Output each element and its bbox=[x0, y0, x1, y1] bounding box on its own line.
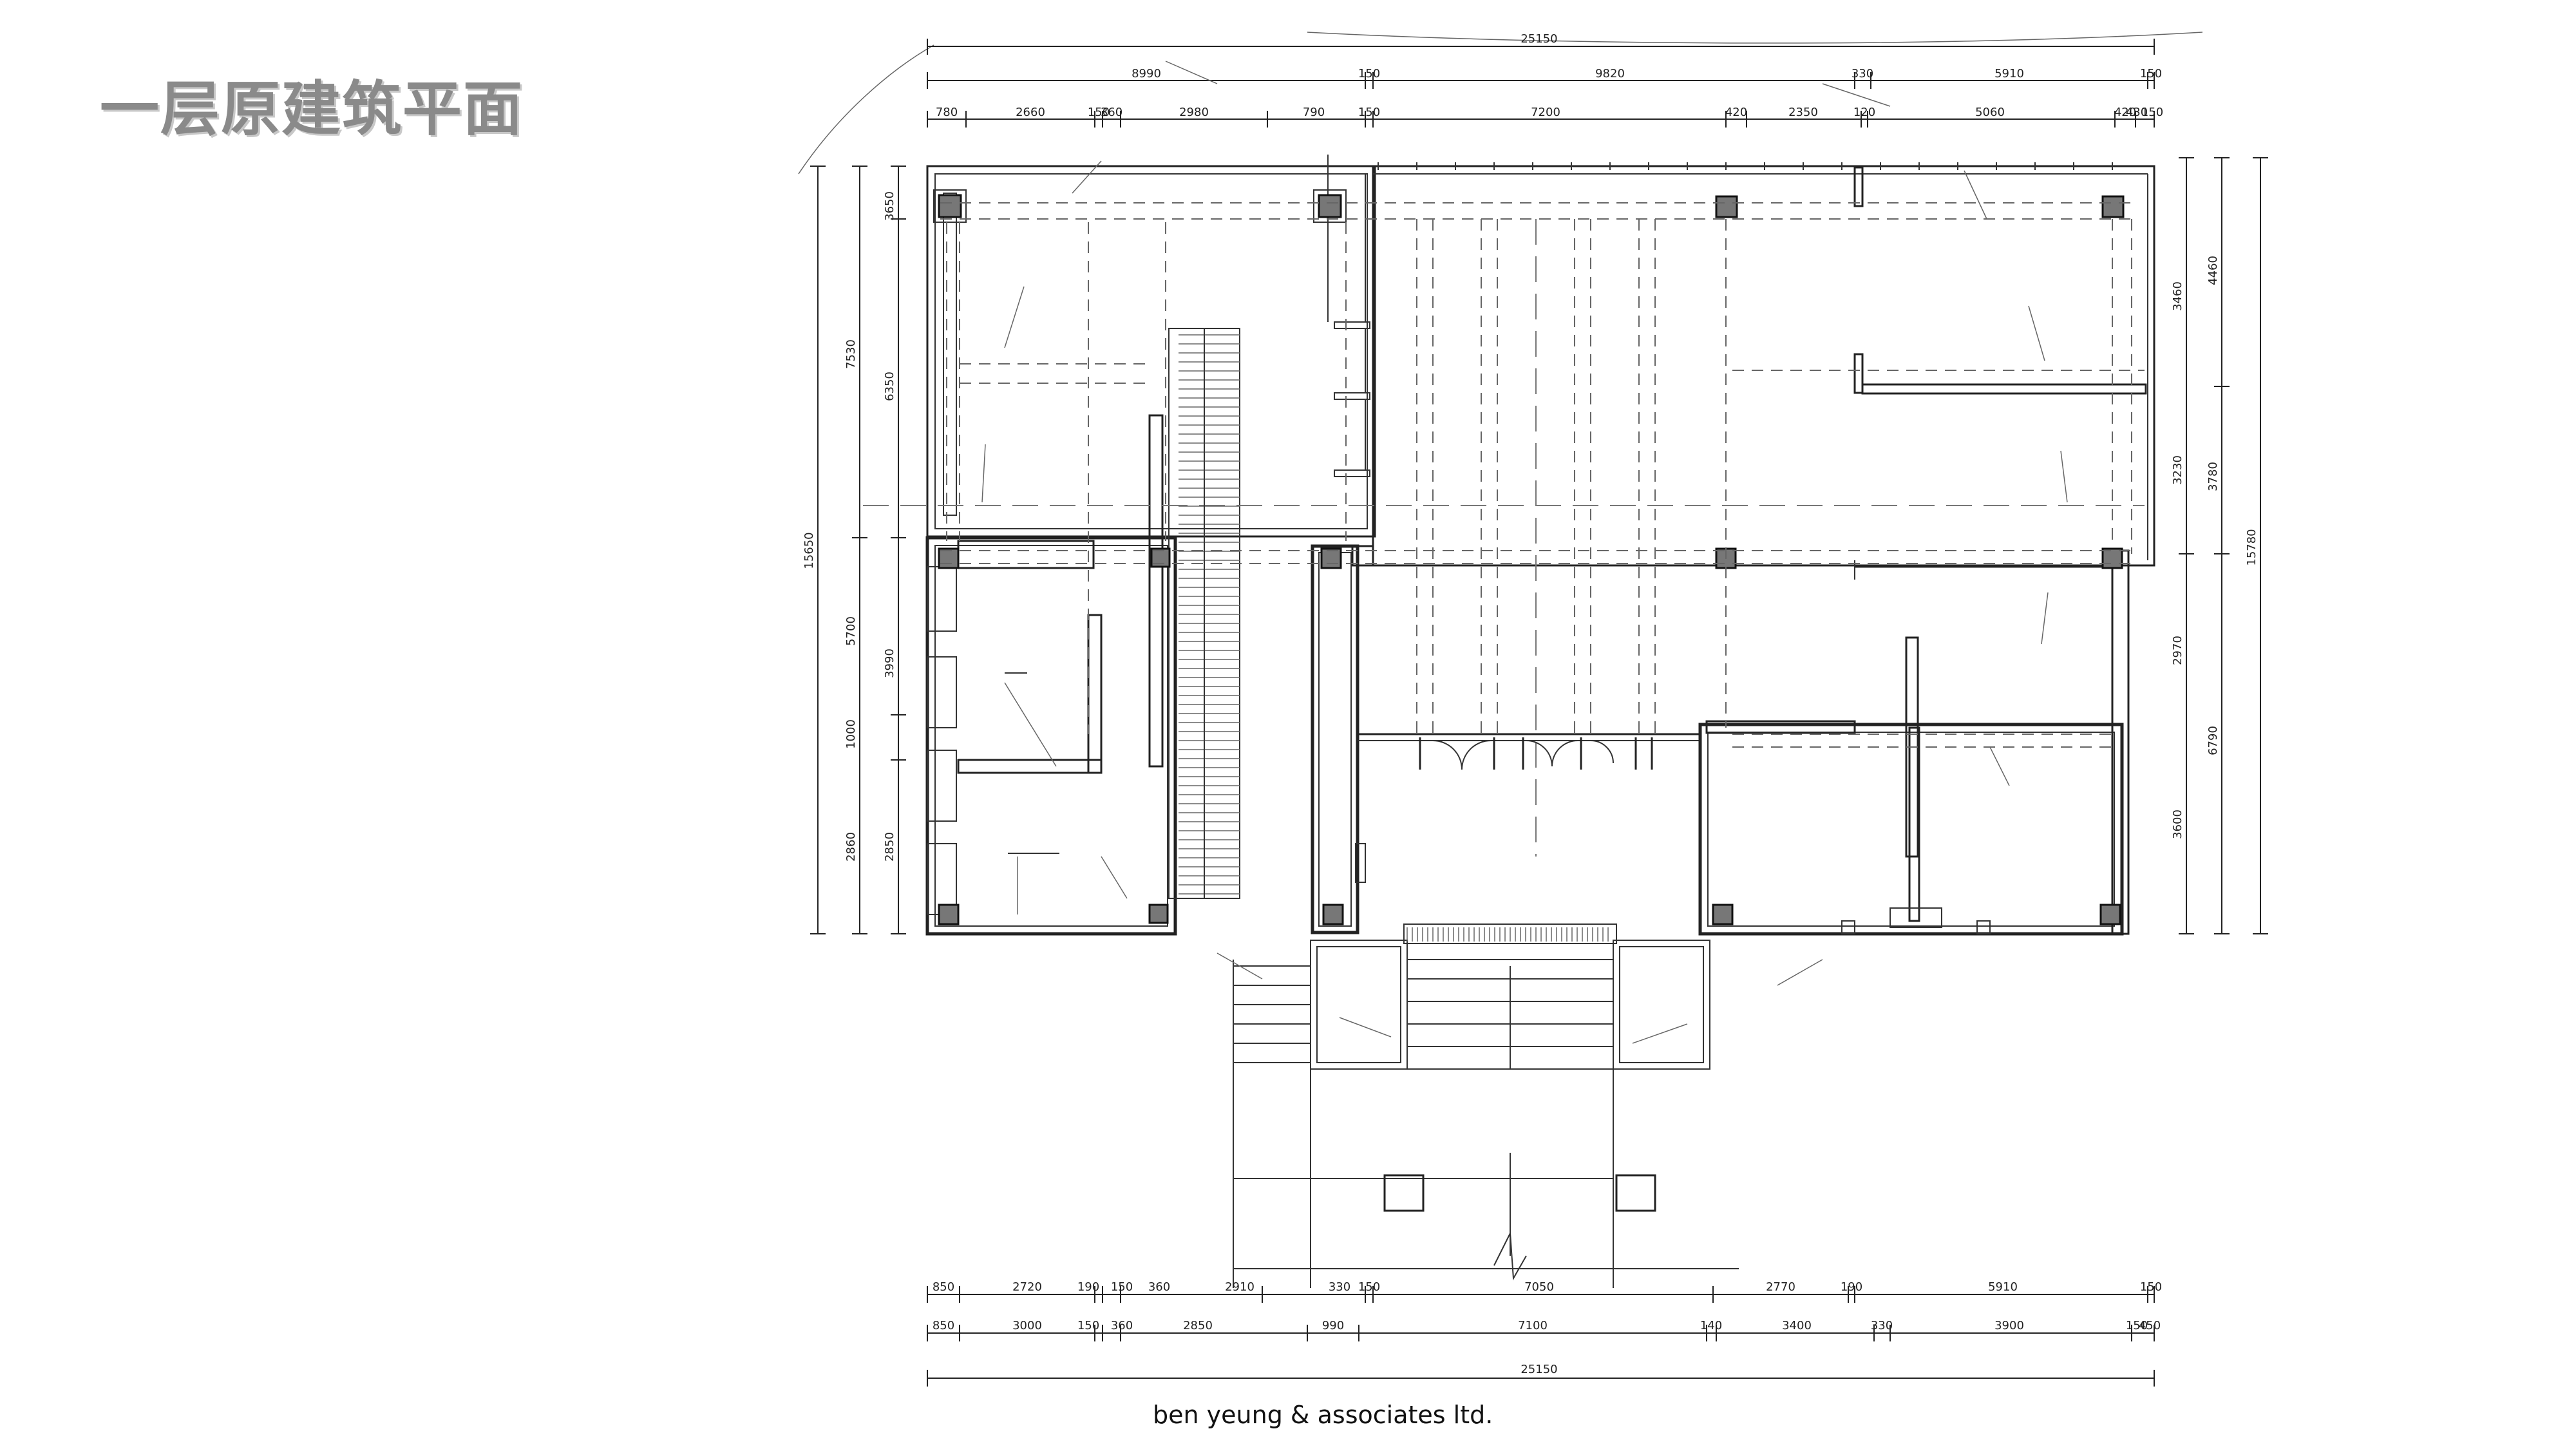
dim-bottom-1-2: 190 bbox=[1077, 1280, 1099, 1294]
firm-credit: ben yeung & associates ltd. bbox=[1153, 1401, 1493, 1429]
dim-left-inner-5: 2860 bbox=[844, 832, 858, 862]
dim-top-2-5: 790 bbox=[1303, 106, 1325, 119]
dim-right-inner-5: 6790 bbox=[2206, 726, 2220, 755]
left-dimensions: 15650 7530 5700 6350 3650 3990 1000 2860… bbox=[802, 166, 906, 934]
dim-bottom-2-11: 150 bbox=[2126, 1319, 2148, 1332]
dim-top-1-5: 150 bbox=[2140, 67, 2162, 80]
dim-left-outer-1: 15650 bbox=[802, 532, 816, 569]
dim-bottom-1-4: 360 bbox=[1148, 1280, 1170, 1294]
dim-top-1-1: 150 bbox=[1358, 67, 1380, 80]
dim-top-2-7: 7200 bbox=[1531, 106, 1560, 119]
column-square bbox=[938, 904, 960, 925]
dim-bottom-2-5: 990 bbox=[1322, 1319, 1344, 1332]
column-square bbox=[1712, 904, 1734, 925]
dim-right-inner-4: 2970 bbox=[2171, 636, 2184, 665]
dim-right-inner-1: 4460 bbox=[2206, 256, 2220, 285]
dim-left-inner-0: 5700 bbox=[844, 616, 858, 646]
dim-top-1-2: 9820 bbox=[1595, 67, 1625, 80]
top-overall-dimension: 25150 bbox=[927, 32, 2155, 55]
site-curve-top bbox=[1307, 32, 2203, 44]
dim-bottom-2-8: 3400 bbox=[1782, 1319, 1812, 1332]
dim-bottom-1-5: 2910 bbox=[1225, 1280, 1255, 1294]
dim-top-2-9: 2350 bbox=[1788, 106, 1818, 119]
dim-top-2-4: 2980 bbox=[1179, 106, 1209, 119]
dim-top-2-1: 2660 bbox=[1016, 106, 1045, 119]
annotation-lines bbox=[981, 61, 2068, 1044]
dim-left-inner-6: 2850 bbox=[883, 832, 896, 862]
dim-bottom-2-9: 330 bbox=[1871, 1319, 1893, 1332]
column-square bbox=[1322, 904, 1344, 925]
dim-bottom-2-4: 2850 bbox=[1183, 1319, 1213, 1332]
structural-columns bbox=[933, 189, 2125, 925]
dim-top-2-11: 5060 bbox=[1975, 106, 2005, 119]
lobby-doors bbox=[1419, 737, 1653, 770]
dim-bottom-2-10: 3900 bbox=[1994, 1319, 2024, 1332]
dim-top-1-4: 5910 bbox=[1994, 67, 2024, 80]
dim-bottom-1-0: 850 bbox=[933, 1280, 954, 1294]
dim-bottom-2-12: 450 bbox=[2139, 1319, 2161, 1332]
dim-bottom-1-3: 150 bbox=[1111, 1280, 1133, 1294]
dim-left-inner-1: 6350 bbox=[883, 372, 896, 401]
column-square bbox=[2099, 904, 2121, 925]
dim-top-1-3: 330 bbox=[1852, 67, 1873, 80]
entrance-forecourt bbox=[1233, 923, 1739, 1288]
bottom-dimension-row-1: 850 2720 190 150 360 2910 330 150 7050 2… bbox=[927, 1280, 2162, 1303]
dim-bottom-1-7: 150 bbox=[1358, 1280, 1380, 1294]
dim-left-inner-4: 1000 bbox=[844, 719, 858, 749]
column-square bbox=[2101, 195, 2125, 218]
right-dimensions: 15780 3460 4460 3230 3780 2970 6790 3600 bbox=[2171, 157, 2268, 934]
dim-top-2-2: 150 bbox=[1088, 106, 1110, 119]
dim-bottom-1-1: 2720 bbox=[1012, 1280, 1042, 1294]
dim-overall-bottom: 25150 bbox=[1520, 1363, 1557, 1376]
dim-top-2-12: 420 bbox=[2114, 106, 2136, 119]
dim-top-2-3: 360 bbox=[1101, 106, 1122, 119]
dim-right-inner-3: 3780 bbox=[2206, 462, 2220, 491]
column-square bbox=[2101, 547, 2123, 569]
dim-bottom-1-6: 330 bbox=[1329, 1280, 1350, 1294]
dim-top-2-0: 780 bbox=[936, 106, 958, 119]
dim-top-2-14: 150 bbox=[2141, 106, 2163, 119]
column-square bbox=[1715, 195, 1738, 218]
dim-right-inner-2: 3230 bbox=[2171, 455, 2184, 485]
dim-bottom-2-6: 7100 bbox=[1518, 1319, 1548, 1332]
top-dimension-row-1: 8990 150 9820 330 5910 150 bbox=[927, 67, 2162, 89]
dim-right-outer-0: 15780 bbox=[2245, 529, 2259, 565]
dim-left-outer-0: 7530 bbox=[844, 339, 858, 369]
dim-top-2-6: 150 bbox=[1358, 106, 1380, 119]
dim-bottom-2-0: 850 bbox=[933, 1319, 954, 1332]
dim-bottom-2-3: 360 bbox=[1111, 1319, 1133, 1332]
dim-left-inner-3: 3990 bbox=[883, 649, 896, 678]
dim-overall-top: 25150 bbox=[1520, 32, 1557, 46]
column-square bbox=[1320, 547, 1342, 569]
dim-bottom-2-2: 150 bbox=[1077, 1319, 1099, 1332]
dim-bottom-1-11: 5910 bbox=[1988, 1280, 2018, 1294]
dim-right-inner-6: 3600 bbox=[2171, 810, 2184, 839]
dim-bottom-2-1: 3000 bbox=[1012, 1319, 1042, 1332]
dim-bottom-1-9: 2770 bbox=[1766, 1280, 1795, 1294]
column-square bbox=[1318, 194, 1342, 218]
bottom-dimension-row-2: 850 3000 150 360 2850 990 7100 140 3400 … bbox=[927, 1319, 2161, 1341]
dim-top-2-13: 430 bbox=[2126, 106, 2148, 119]
dim-top-2-10: 120 bbox=[1853, 106, 1875, 119]
top-dimension-row-2: 780 2660 150 360 2980 790 150 7200 420 2… bbox=[927, 106, 2163, 128]
dim-top-1-0: 8990 bbox=[1132, 67, 1161, 80]
beam-grid-lines bbox=[863, 202, 2145, 857]
dim-bottom-1-8: 7050 bbox=[1524, 1280, 1554, 1294]
column-square bbox=[938, 547, 960, 569]
column-square bbox=[938, 194, 962, 218]
building-walls bbox=[925, 155, 2155, 936]
site-curve-left bbox=[798, 44, 934, 175]
dim-bottom-2-7: 140 bbox=[1700, 1319, 1722, 1332]
bottom-overall-dimension: 25150 bbox=[927, 1363, 2155, 1387]
dim-top-2-8: 420 bbox=[1725, 106, 1747, 119]
dim-bottom-1-12: 150 bbox=[2140, 1280, 2162, 1294]
page-title: 一层原建筑平面 bbox=[100, 75, 524, 144]
dim-bottom-1-10: 190 bbox=[1841, 1280, 1862, 1294]
dim-left-inner-2: 3650 bbox=[883, 191, 896, 221]
dim-right-inner-0: 3460 bbox=[2171, 281, 2184, 311]
column-square bbox=[1148, 904, 1169, 924]
